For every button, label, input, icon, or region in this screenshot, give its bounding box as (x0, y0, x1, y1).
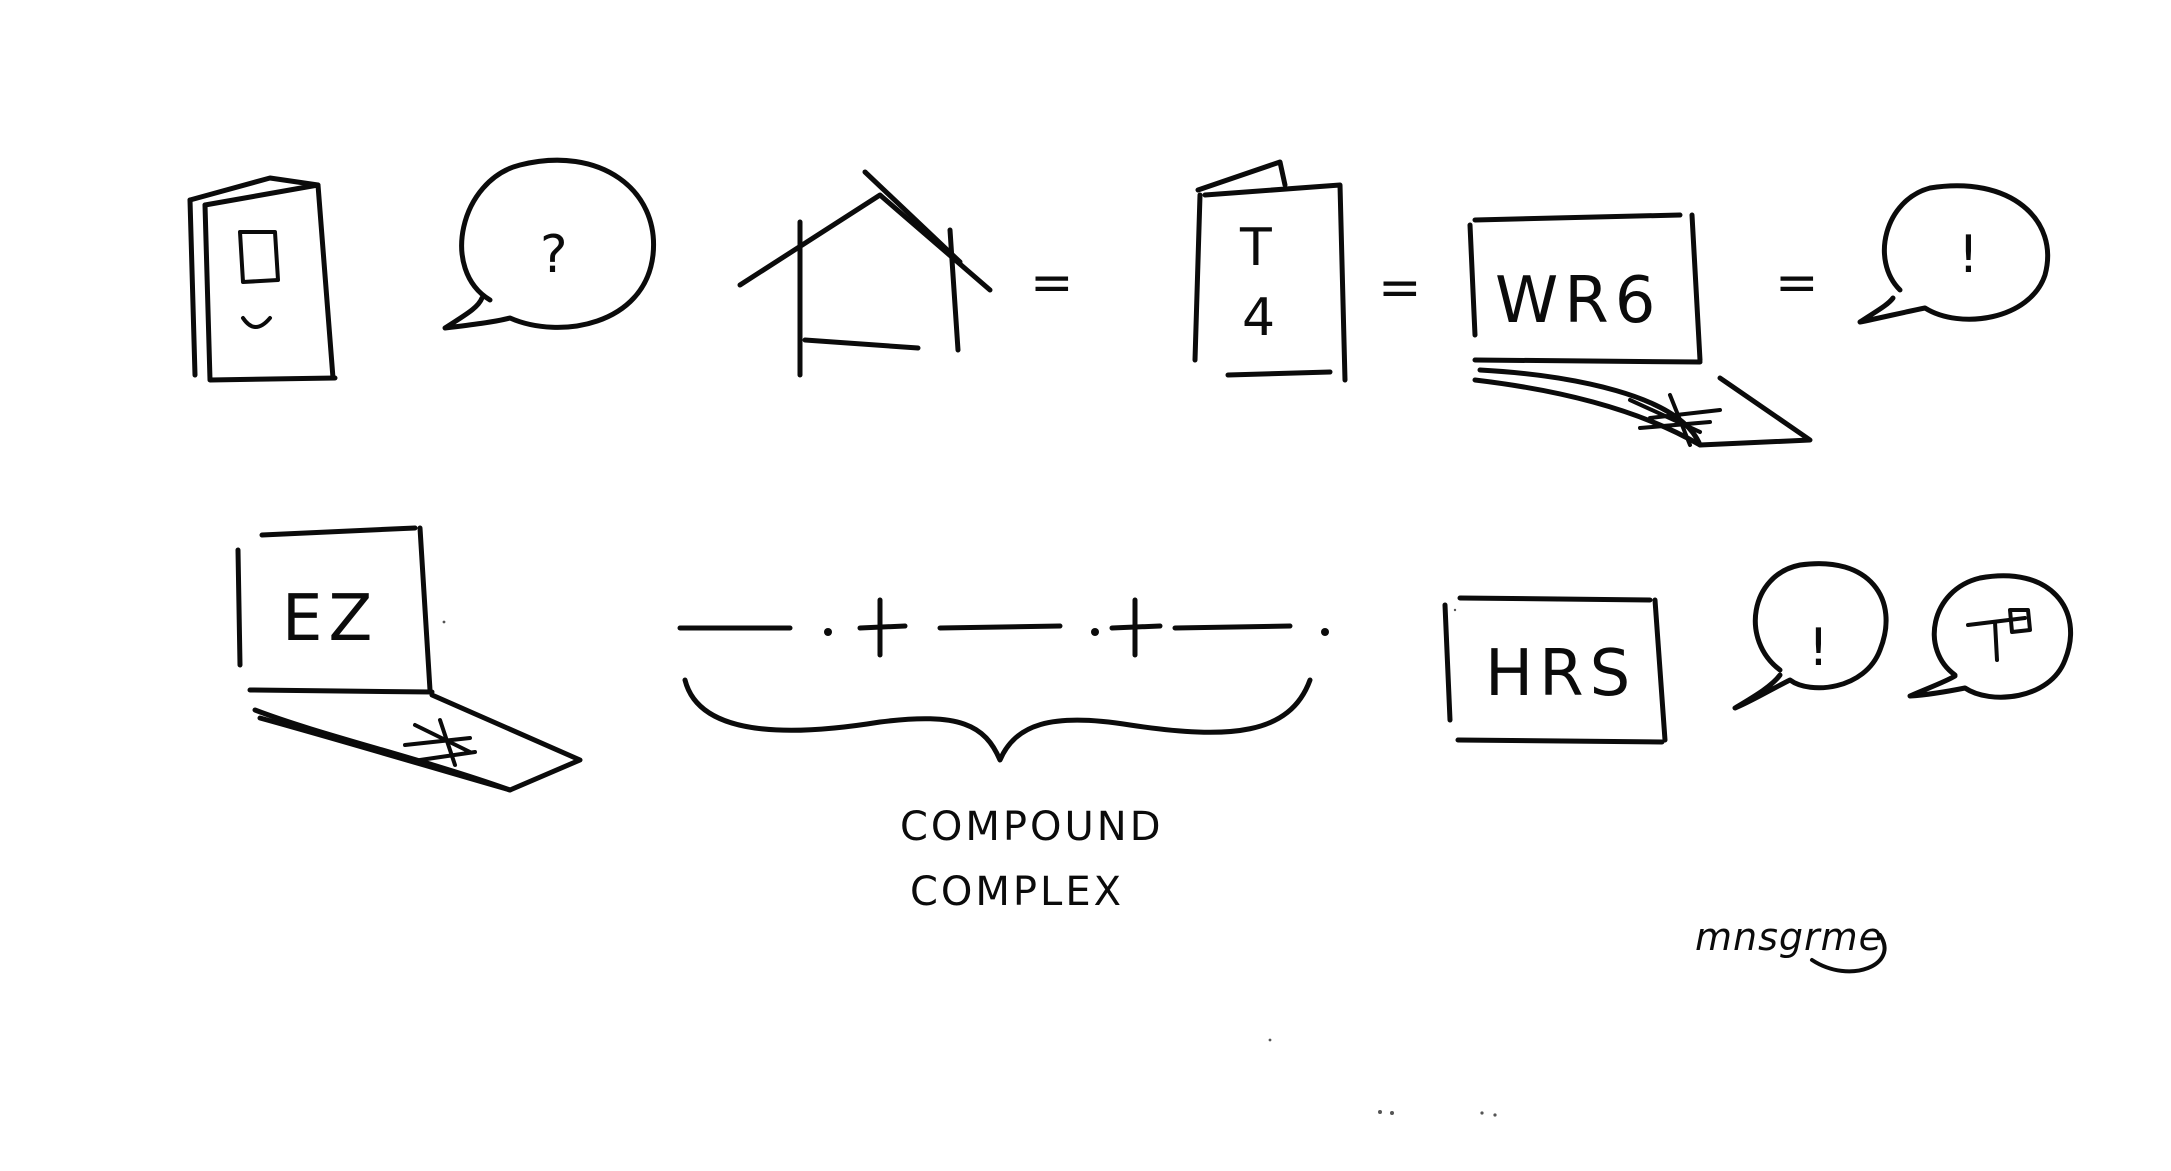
laptop-screen-label-wr6: WR6 (1495, 264, 1661, 338)
ticket-letter: T (1239, 218, 1272, 278)
ticket-number: 4 (1242, 288, 1275, 348)
exclamation-glyph-row1: ! (1958, 225, 1979, 285)
signature: mnsgrme (1695, 915, 1887, 974)
exclamation-bubble-icon: ! (1857, 183, 2051, 325)
equals-sign-1: = (1030, 253, 1074, 313)
folded-card-icon (187, 175, 338, 383)
question-bubble-icon: ? (442, 157, 657, 331)
laptop-screen-label-ez: EZ (282, 582, 378, 656)
signature-text: mnsgrme (1695, 915, 1883, 959)
curly-brace (682, 677, 1313, 763)
paper-specks (442, 608, 1497, 1117)
compound-caption-line2: COMPLEX (910, 869, 1124, 915)
ticket-icon: T 4 (1192, 159, 1348, 383)
laptop-icon-wr6: WR6 (1467, 212, 1813, 448)
compound-sequence (677, 597, 1329, 658)
monitor-icon-hrs: HRS (1442, 595, 1668, 745)
hammer-icon (1966, 608, 2032, 662)
compound-caption-line1: COMPOUND (900, 804, 1164, 850)
exclamation-glyph-row2: ! (1808, 618, 1829, 678)
equals-sign-3: = (1775, 253, 1819, 313)
exclamation-bubble-icon-row2: ! (1732, 561, 1889, 711)
monitor-screen-label: HRS (1485, 637, 1636, 711)
equals-sign-2: = (1378, 258, 1422, 318)
laptop-icon-ez: EZ (235, 525, 583, 793)
hammer-bubble-icon (1907, 573, 2073, 700)
house-icon (737, 169, 993, 378)
question-glyph: ? (540, 225, 568, 285)
